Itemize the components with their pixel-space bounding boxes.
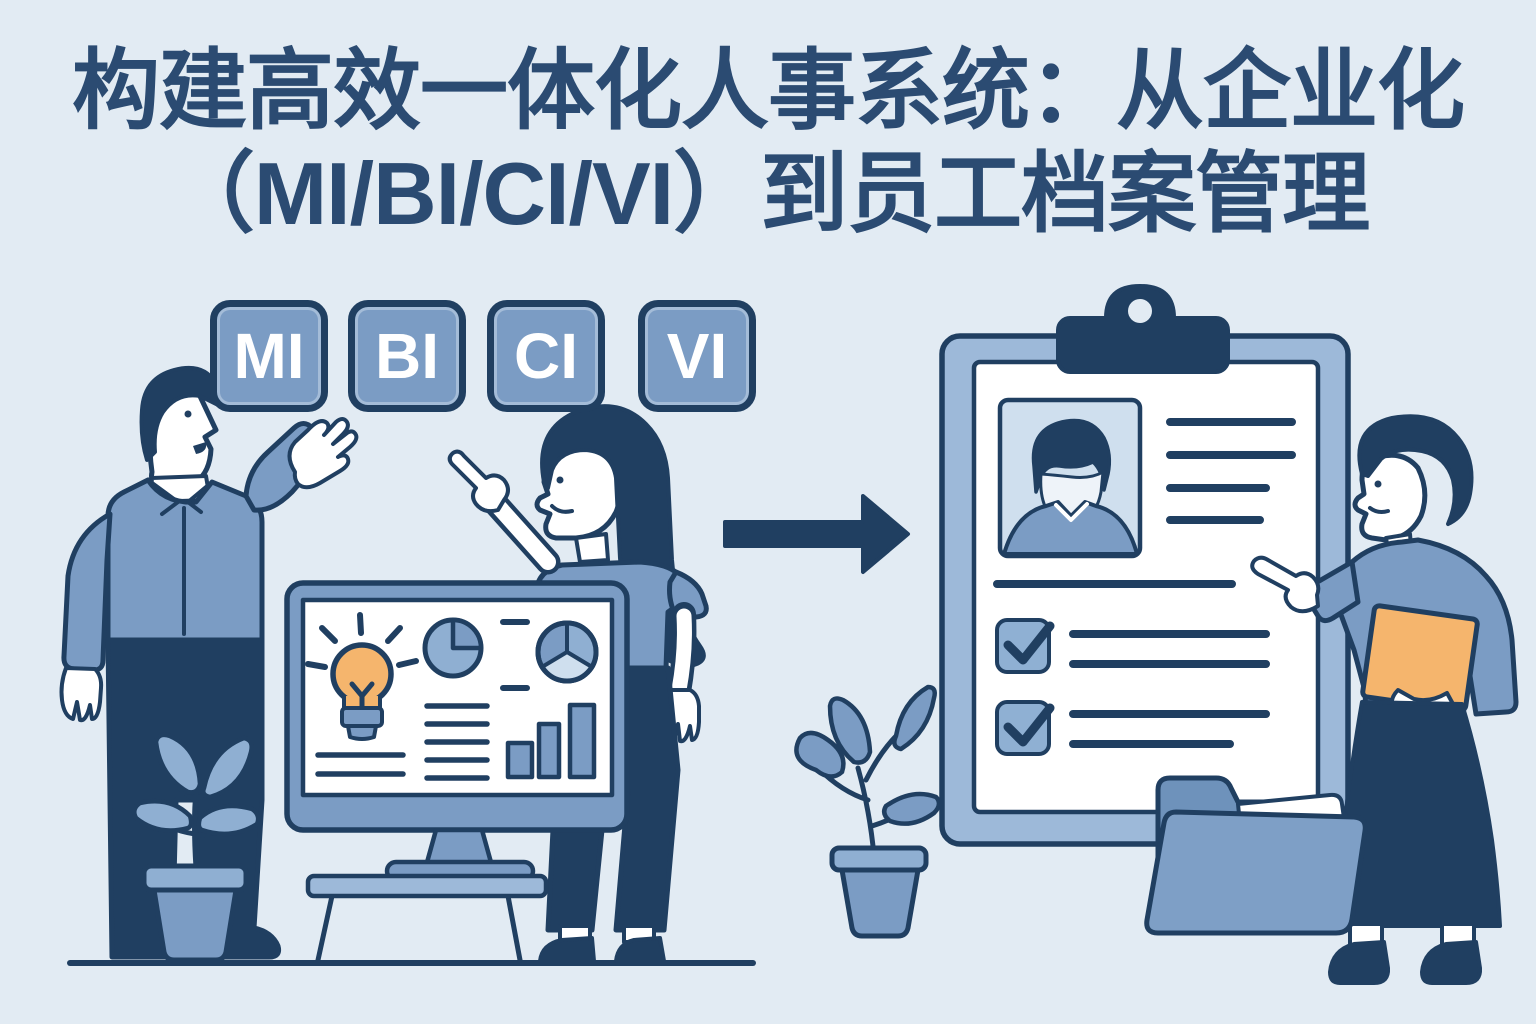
pie-chart-icon (422, 617, 484, 679)
plant-middle (794, 684, 942, 939)
woman-middle-neck (574, 532, 610, 564)
plant-middle-leaf (892, 684, 937, 752)
monitor-dashboard (284, 580, 630, 963)
woman-right-mouth (1368, 506, 1390, 514)
woman-right (1250, 414, 1519, 985)
identity-box-label: MI (233, 320, 305, 392)
plant-left-leaf (196, 803, 261, 837)
identity-box-label: CI (514, 320, 578, 392)
plant-left-leaf (131, 798, 194, 833)
plant-middle-stems (815, 731, 923, 859)
checkbox-2 (995, 700, 1051, 756)
identity-box-ci: CI (487, 300, 605, 412)
lightbulb-filament (349, 681, 375, 709)
checkmark-2 (1003, 703, 1055, 747)
plant-left-leaf (153, 732, 203, 795)
lightbulb-base-end (346, 724, 378, 741)
checkbox-icon (995, 618, 1055, 674)
pie2-outline (535, 620, 599, 684)
screen-text-lines-left (315, 752, 406, 777)
folder-front (1144, 809, 1368, 936)
table-legs (315, 893, 523, 963)
clipboard-clip-hole (1128, 299, 1152, 323)
checkbox-2-lines (1069, 710, 1270, 748)
identity-box-mi: MI (210, 300, 328, 412)
checkbox-1-lines (1069, 630, 1270, 668)
lightbulb-rays (305, 612, 419, 670)
woman-right-hair (1357, 414, 1474, 526)
woman-middle-pointing-hand (447, 449, 510, 514)
plant-left-pot (151, 887, 239, 963)
id-photo (997, 397, 1143, 559)
woman-right-face (1352, 452, 1428, 543)
pie-chart-icon (535, 620, 599, 684)
man-mouth (193, 442, 207, 454)
woman-middle-shoe (614, 936, 666, 963)
checkmark-1 (1003, 621, 1055, 665)
woman-middle-arm (671, 608, 692, 698)
bar-chart-icon (505, 702, 597, 780)
blue-folder-icon (1144, 775, 1368, 936)
identity-box-vi: VI (638, 300, 756, 412)
screen-text-lines-center (424, 703, 490, 781)
plant-middle-pot (839, 867, 921, 939)
page-text-lines (993, 418, 1296, 588)
page-title: 构建高效一体化人事系统：从企业化 （MI/BI/CI/VI）到员工档案管理 (0, 40, 1536, 246)
woman-middle-eye (556, 476, 564, 484)
woman-right-eye (1374, 480, 1382, 488)
man-hair (139, 365, 218, 462)
identity-box-label: VI (666, 320, 728, 392)
plant-left (131, 732, 261, 963)
man-raised-hand (287, 417, 359, 490)
identity-box-label: BI (375, 320, 439, 392)
identity-box-bi: BI (348, 300, 466, 412)
plant-middle-leaf (794, 730, 846, 779)
woman-right-pointing-hand (1250, 555, 1321, 614)
woman-right-shoe (1420, 940, 1483, 985)
plant-left-leaf (201, 735, 254, 800)
woman-right-shoe (1328, 940, 1391, 985)
avatar-hair (1031, 418, 1112, 494)
plant-middle-leaf (881, 791, 942, 826)
avatar-collar (1054, 502, 1089, 522)
plant-middle-leaf (827, 696, 873, 765)
man-left-sleeve (61, 511, 113, 673)
woman-middle-point-arm (490, 498, 556, 570)
screen-dashes (500, 619, 530, 691)
checkbox-1 (995, 618, 1051, 674)
lightbulb-icon (305, 612, 419, 741)
man-left-hand (59, 666, 104, 723)
clipboard-profile (939, 284, 1351, 847)
arrow-right-icon (723, 494, 910, 574)
bar-small (505, 740, 535, 780)
man-eye (184, 410, 192, 418)
avatar-shoulders (1002, 500, 1139, 556)
woman-right-skirt (1334, 700, 1502, 928)
woman-middle-mouth (550, 504, 574, 514)
bar-tall (567, 702, 597, 780)
title-line-1: 构建高效一体化人事系统：从企业化 (71, 41, 1465, 140)
checkbox-icon (995, 700, 1055, 756)
woman-middle-shoe (538, 936, 596, 963)
bar-medium (536, 721, 562, 780)
pie1-wedge (450, 617, 484, 651)
table-top (305, 873, 549, 899)
title-line-2: （MI/BI/CI/VI）到员工档案管理 (166, 143, 1370, 243)
man-shirt-collar (146, 478, 214, 636)
